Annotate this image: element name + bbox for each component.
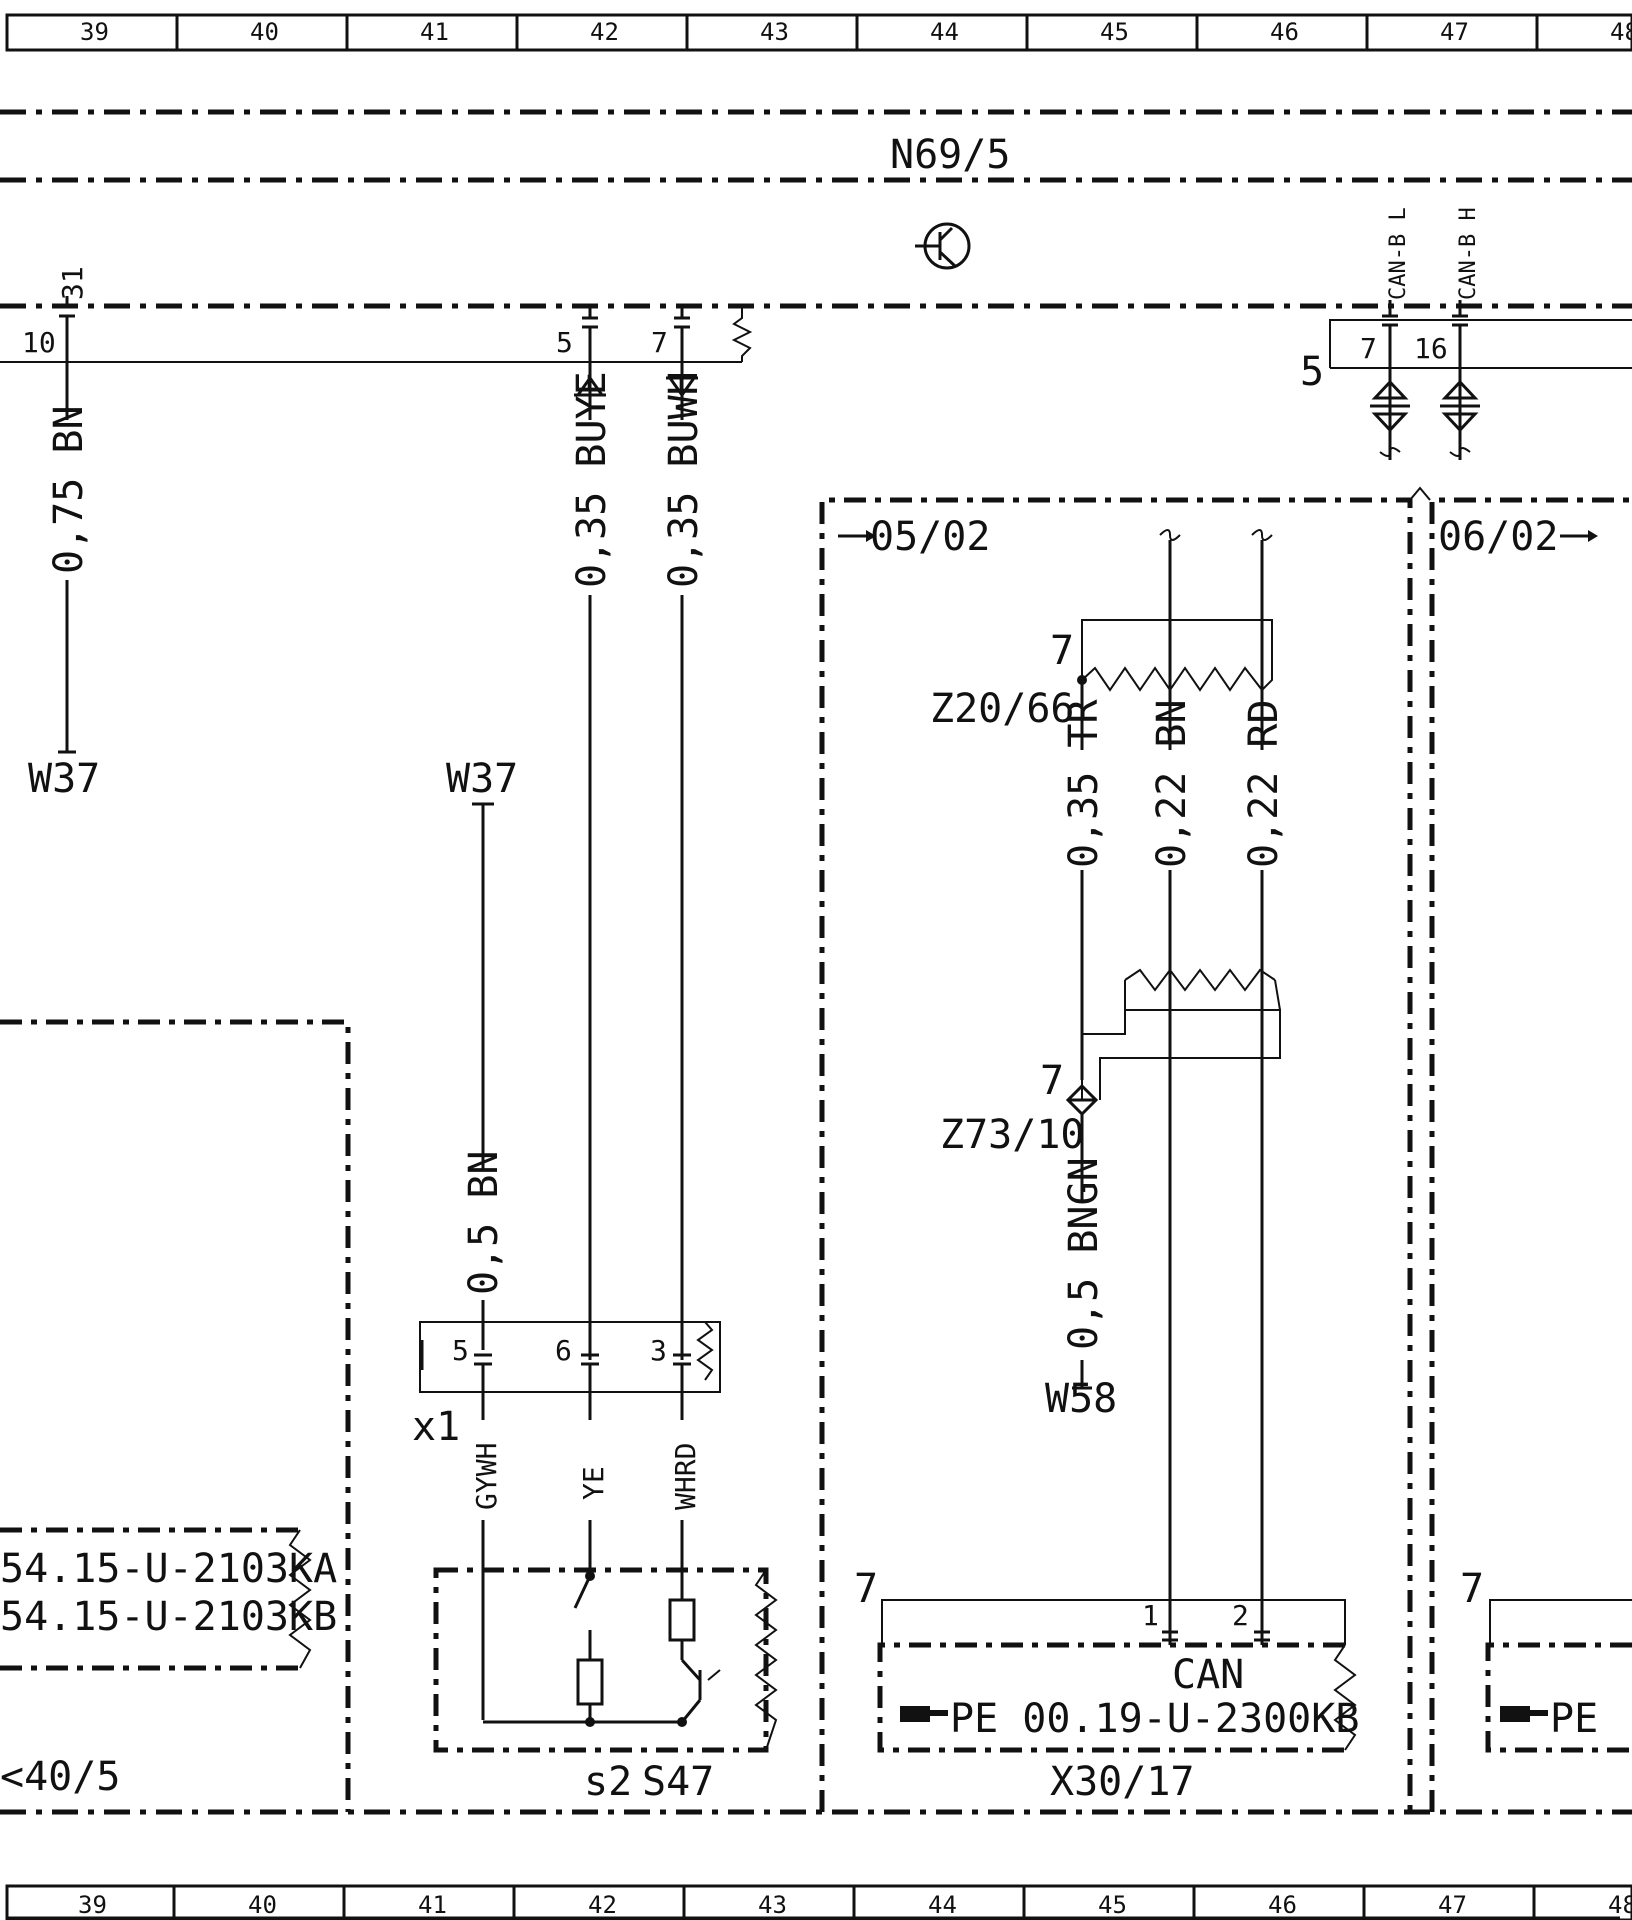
ref-05-02: 05/02 xyxy=(870,514,990,560)
x30-bracket-pin: 7 xyxy=(854,1566,878,1612)
transistor-icon xyxy=(915,222,971,270)
ref-06-02: 06/02 xyxy=(1438,514,1558,560)
grid-bottom-47: 47 xyxy=(1438,1891,1467,1919)
x1-pin-3: 3 xyxy=(650,1334,667,1367)
wire-05-bn: W37 0,5 BN xyxy=(446,756,518,1350)
wire-05-bn-label: 0,5 BN xyxy=(461,1151,507,1296)
z20-pin: 7 xyxy=(1050,628,1074,674)
grid-bottom-45: 45 xyxy=(1098,1891,1127,1919)
grid-strip-bottom: 39 40 41 42 43 44 45 46 47 48 xyxy=(5,1884,1632,1920)
wire-buye-label: 0,35 BUYE xyxy=(569,371,615,588)
ground-w37-left: W37 xyxy=(28,756,100,802)
grid-top-41: 41 xyxy=(420,18,449,46)
grid-bottom-42: 42 xyxy=(588,1891,617,1919)
ref-box-left: 05/02 xyxy=(819,497,1413,1812)
grid-top-48: 48 xyxy=(1610,18,1632,46)
wire-bngn-label: 0,5 BNGN xyxy=(1061,1157,1107,1350)
wires-below-x1: GYWH YE WHRD xyxy=(469,1364,702,1720)
can-b-l-label: CAN-B L xyxy=(1386,207,1411,300)
grid-top-44: 44 xyxy=(930,18,959,46)
right-doc: PE xyxy=(1550,1696,1598,1742)
x1-pin-5: 5 xyxy=(452,1334,469,1367)
grid-top-45: 45 xyxy=(1100,18,1129,46)
wire-left-bn: 31 10 0,75 BN W37 xyxy=(0,266,100,802)
splice-z73-10: 7 Z73/10 0,5 BNGN W58 xyxy=(940,968,1281,1422)
x30-pin-1: 1 xyxy=(1142,1599,1159,1632)
grid-top-40: 40 xyxy=(250,18,279,46)
wire-tr-label: 0,35 TR xyxy=(1061,699,1107,868)
z20-label: Z20/66 xyxy=(930,686,1075,732)
grid-top-42: 42 xyxy=(590,18,619,46)
wire-whrd: WHRD xyxy=(669,1443,702,1510)
right-partial-box: 7 PE xyxy=(1460,1566,1632,1753)
wire-buwh: 0,35 BUWH xyxy=(661,306,707,1360)
wire-ye: YE xyxy=(577,1466,610,1500)
z73-label: Z73/10 xyxy=(940,1112,1085,1158)
ground-w37-mid: W37 xyxy=(446,756,518,802)
can-b-pins: CAN-B L CAN-B H 7 16 5 xyxy=(1300,207,1632,460)
wire-buye: 0,35 BUYE xyxy=(569,306,615,1360)
wire-gywh: GYWH xyxy=(470,1443,503,1510)
pin-5-label: 5 xyxy=(556,326,573,359)
left-lower-box: 54.15-U-2103KA 54.15-U-2103KB <40/5 xyxy=(0,1019,1632,1815)
grid-top-46: 46 xyxy=(1270,18,1299,46)
grid-bottom-43: 43 xyxy=(758,1891,787,1919)
module-label: N69/5 xyxy=(890,132,1010,178)
wire-rd-label: 0,22 RD xyxy=(1241,699,1287,868)
splice-z20-66: 7 Z20/66 xyxy=(930,619,1273,732)
z73-pin: 7 xyxy=(1040,1058,1064,1104)
s47-label: S47 xyxy=(642,1759,714,1805)
connector-x30-17: 7 1 2 CAN PE 00.19-U-2300KB X30/17 xyxy=(854,1566,1359,1805)
x30-doc: PE 00.19-U-2300KB xyxy=(950,1696,1359,1742)
x1-label: x1 xyxy=(412,1404,460,1450)
right-bracket-pin: 7 xyxy=(1460,1566,1484,1612)
x30-can: CAN xyxy=(1172,1652,1244,1698)
grid-top-39: 39 xyxy=(80,18,109,46)
grid-bottom-48: 48 xyxy=(1608,1891,1632,1919)
grid-bottom-44: 44 xyxy=(928,1891,957,1919)
s2-label: s2 xyxy=(584,1759,632,1805)
ref-box-right: 06/02 xyxy=(1409,486,1632,1812)
grid-bottom-40: 40 xyxy=(248,1891,277,1919)
can-pin-16: 16 xyxy=(1414,332,1448,365)
grid-bottom-39: 39 xyxy=(78,1891,107,1919)
pin-31: 31 xyxy=(56,266,89,300)
grid-strip-top: 39 40 41 42 43 44 45 46 47 48 xyxy=(5,13,1632,52)
x1-pin-6: 6 xyxy=(555,1334,572,1367)
pin-10: 10 xyxy=(22,326,56,359)
grid-top-47: 47 xyxy=(1440,18,1469,46)
grid-top-43: 43 xyxy=(760,18,789,46)
pin-7-label: 7 xyxy=(651,326,668,359)
ground-w58: W58 xyxy=(1045,1376,1117,1422)
grid-bottom-41: 41 xyxy=(418,1891,447,1919)
side-ref-kb: 54.15-U-2103KB xyxy=(0,1594,337,1640)
module-n69-5: N69/5 xyxy=(0,109,1632,309)
bottom-left-ref: <40/5 xyxy=(0,1754,120,1800)
switch-s47: s2 S47 xyxy=(433,1567,778,1805)
x30-label: X30/17 xyxy=(1050,1759,1195,1805)
grid-bottom-46: 46 xyxy=(1268,1891,1297,1919)
x30-pin-2: 2 xyxy=(1232,1599,1249,1632)
wire-buwh-label: 0,35 BUWH xyxy=(661,371,707,588)
can-pin-7: 7 xyxy=(1360,332,1377,365)
module-pins-5-7: 5 7 xyxy=(0,306,753,363)
wire-bn-label: 0,22 BN xyxy=(1149,699,1195,868)
side-ref-ka: 54.15-U-2103KA xyxy=(0,1546,337,1592)
hand-pointer-icon xyxy=(900,1706,948,1722)
wires-can-harness: 0,35 TR 0,22 BN 0,22 RD xyxy=(1061,529,1287,1645)
hand-pointer-icon-right xyxy=(1500,1706,1548,1722)
can-b-h-label: CAN-B H xyxy=(1456,207,1481,300)
can-group-5: 5 xyxy=(1300,349,1324,395)
wire-left-bn-label: 0,75 BN xyxy=(46,405,92,574)
